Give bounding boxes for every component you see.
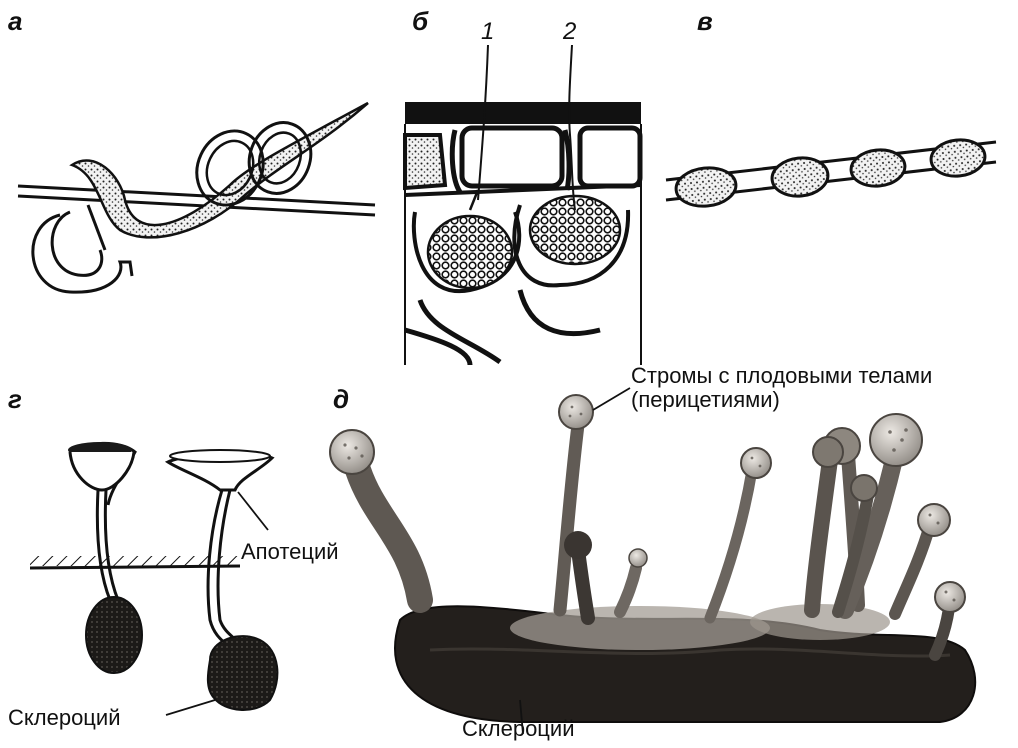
panel-letter-b: б	[412, 8, 428, 34]
panel-letter-v: в	[697, 8, 713, 34]
panel-b-drawing	[405, 45, 641, 365]
panel-g-drawing	[30, 442, 277, 715]
marker-2: 2	[563, 20, 576, 44]
sclerotium-label-d: Склероций	[462, 717, 574, 741]
panel-letter-g: г	[8, 386, 22, 412]
panel-d-drawing	[330, 388, 975, 734]
apothecium-label: Апотеций	[241, 540, 339, 564]
panel-letter-a: а	[8, 8, 22, 34]
panel-v-drawing	[666, 137, 996, 209]
stroma-label-line2: (перицетиями)	[631, 388, 780, 412]
stroma-label-line1: Стромы с плодовыми телами	[631, 364, 932, 388]
marker-1: 1	[481, 20, 494, 44]
panel-letter-d: д	[333, 386, 349, 412]
sclerotium-label-g: Склероций	[8, 706, 120, 730]
panel-a-drawing	[18, 103, 375, 292]
